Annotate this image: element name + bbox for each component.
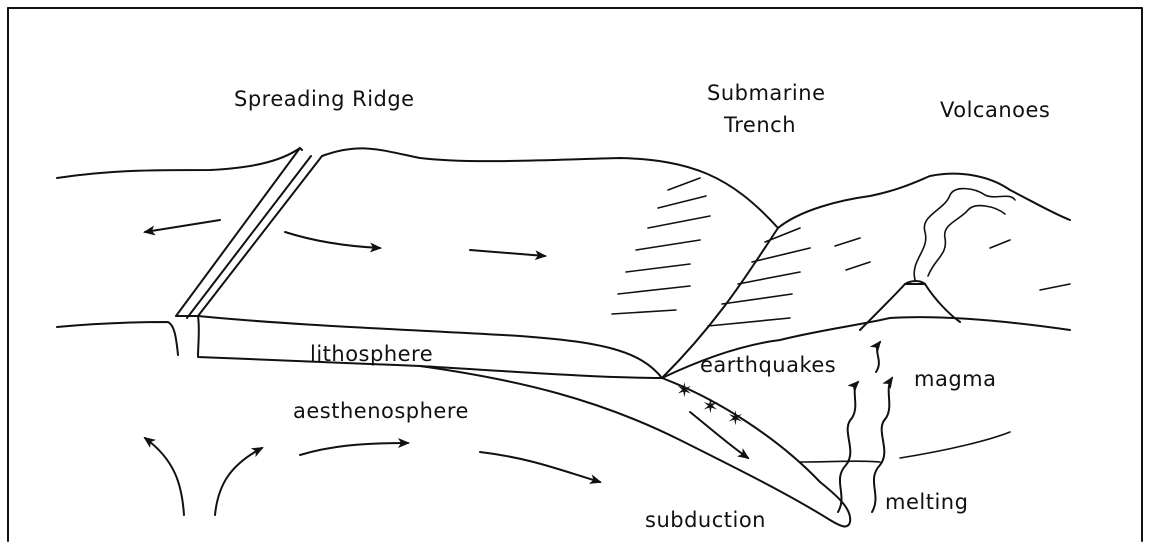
label-submarine: Submarine <box>707 81 826 105</box>
frame-border <box>8 8 1142 541</box>
volcanic-plume-2 <box>928 206 1005 276</box>
left-plate-surface <box>57 148 302 178</box>
volcanic-plume <box>914 189 1015 280</box>
ridge-line-3 <box>198 156 322 316</box>
arrow-mantle-1 <box>300 443 408 455</box>
arrow-convection-left <box>145 438 184 515</box>
melting-arrow-1 <box>838 382 858 512</box>
label-lithosphere: lithosphere <box>310 342 433 366</box>
earthquake-star-icon: ✶ <box>702 394 719 418</box>
ridge-line-1 <box>176 148 300 316</box>
left-plate-edge <box>57 322 178 355</box>
earthquake-star-icon: ✶ <box>727 406 744 430</box>
arrow-mantle-2 <box>480 452 600 482</box>
label-magma: magma <box>914 367 996 391</box>
arrow-plate-1 <box>285 232 380 248</box>
volcano-cone <box>860 284 960 330</box>
label-spreading-ridge: Spreading Ridge <box>234 87 415 111</box>
ground-line-1 <box>900 432 1010 458</box>
label-trench: Trench <box>723 113 796 137</box>
arrow-left-plate <box>145 220 220 232</box>
label-volcanoes: Volcanoes <box>940 98 1050 122</box>
surface-hatching <box>612 178 1070 326</box>
slab-bottom <box>420 366 850 526</box>
magma-arrow <box>876 342 880 372</box>
label-subduction: subduction <box>645 508 766 532</box>
label-earthquakes: earthquakes <box>700 353 836 377</box>
ground-line-2 <box>800 461 880 462</box>
earthquake-star-icon: ✶ <box>676 378 693 402</box>
overriding-plate-surface <box>778 174 1070 228</box>
label-aesthenosphere: aesthenosphere <box>293 399 469 423</box>
arrow-plate-2 <box>470 250 545 256</box>
ridge-line-2 <box>187 156 311 318</box>
earthquake-stars: ✶ ✶ ✶ <box>676 378 744 430</box>
label-melting: melting <box>885 490 968 514</box>
arrow-convection-right <box>215 448 262 515</box>
